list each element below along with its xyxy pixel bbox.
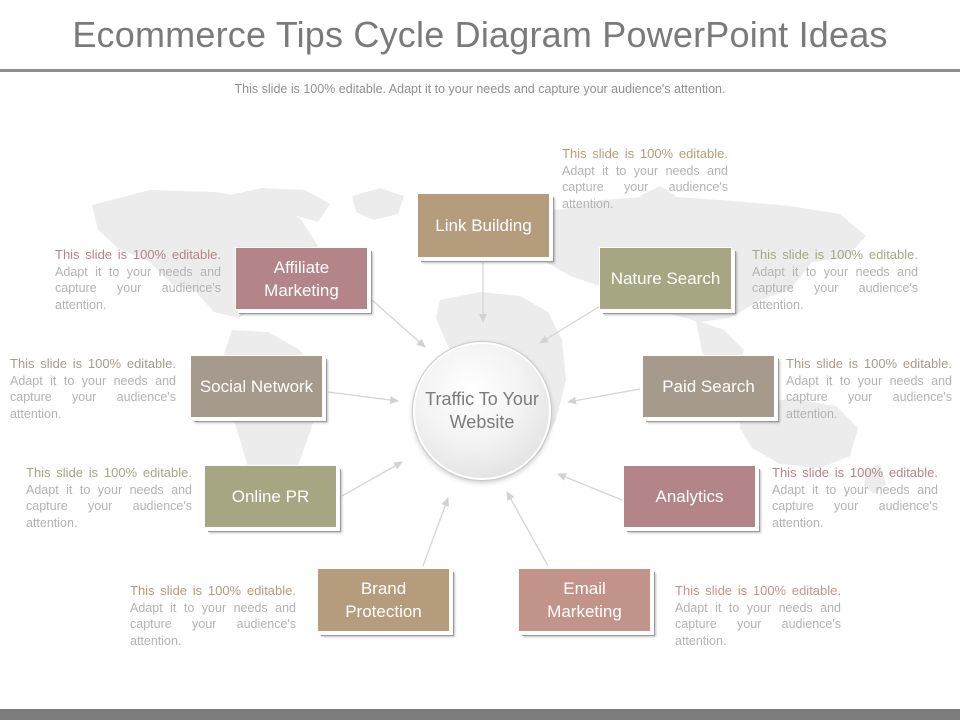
desc-affiliate-marketing: This slide is 100% editable. Adapt it to… (55, 247, 221, 313)
desc-nature-search: This slide is 100% editable. Adapt it to… (752, 247, 918, 313)
desc-rest: Adapt it to your needs and capture your … (772, 482, 938, 530)
arrow-online-pr (341, 461, 403, 497)
node-online-pr: Online PR (204, 465, 337, 528)
desc-rest: Adapt it to your needs and capture your … (130, 600, 296, 648)
desc-lead: This slide is 100% editable. (752, 247, 918, 262)
desc-rest: Adapt it to your needs and capture your … (752, 264, 918, 312)
desc-link-building: This slide is 100% editable. Adapt it to… (562, 146, 728, 212)
node-label: Link Building (435, 216, 532, 235)
desc-rest: Adapt it to your needs and capture your … (55, 264, 221, 312)
hub-label: Traffic To Your Website (425, 389, 539, 432)
desc-rest: Adapt it to your needs and capture your … (562, 163, 728, 211)
node-brand-protection: Brand Protection (317, 568, 450, 632)
node-link-building: Link Building (417, 193, 550, 258)
slide-title: Ecommerce Tips Cycle Diagram PowerPoint … (72, 14, 888, 55)
node-label: Affiliate Marketing (264, 257, 339, 300)
node-email-marketing: Email Marketing (518, 568, 651, 632)
node-paid-search: Paid Search (642, 355, 775, 418)
desc-lead: This slide is 100% editable. (675, 583, 841, 598)
arrow-analytics (557, 473, 623, 501)
slide-subtitle: This slide is 100% editable. Adapt it to… (234, 82, 726, 96)
node-label: Analytics (655, 487, 724, 506)
desc-lead: This slide is 100% editable. (10, 356, 176, 371)
arrow-brand-protection (422, 497, 449, 567)
desc-rest: Adapt it to your needs and capture your … (26, 482, 192, 530)
desc-analytics: This slide is 100% editable. Adapt it to… (772, 465, 938, 531)
desc-rest: Adapt it to your needs and capture your … (675, 600, 841, 648)
desc-online-pr: This slide is 100% editable. Adapt it to… (26, 465, 192, 531)
node-label: Nature Search (610, 269, 721, 288)
node-affiliate-marketing: Affiliate Marketing (235, 247, 368, 310)
node-nature-search: Nature Search (599, 247, 732, 310)
desc-social-network: This slide is 100% editable. Adapt it to… (10, 356, 176, 422)
desc-lead: This slide is 100% editable. (562, 146, 728, 161)
arrow-affiliate-marketing (371, 299, 426, 348)
hub-circle: Traffic To Your Website (413, 342, 551, 480)
arrow-social-network (327, 391, 399, 404)
desc-paid-search: This slide is 100% editable. Adapt it to… (786, 356, 952, 422)
node-label: Social Network (199, 377, 314, 396)
arrow-paid-search (567, 388, 641, 405)
desc-brand-protection: This slide is 100% editable. Adapt it to… (130, 583, 296, 649)
desc-lead: This slide is 100% editable. (55, 247, 221, 262)
node-label: Online PR (231, 487, 310, 506)
desc-lead: This slide is 100% editable. (772, 465, 938, 480)
node-label: Paid Search (662, 377, 755, 396)
desc-rest: Adapt it to your needs and capture your … (786, 373, 952, 421)
node-social-network: Social Network (190, 355, 323, 418)
desc-email-marketing: This slide is 100% editable. Adapt it to… (675, 583, 841, 649)
node-label: Email Marketing (547, 579, 622, 621)
desc-lead: This slide is 100% editable. (786, 356, 952, 371)
arrow-nature-search (539, 299, 611, 344)
title-divider (0, 69, 960, 72)
desc-lead: This slide is 100% editable. (130, 583, 296, 598)
footer-bar (0, 709, 960, 720)
node-label: Brand Protection (345, 579, 422, 621)
arrow-email-marketing (506, 491, 549, 567)
desc-lead: This slide is 100% editable. (26, 465, 192, 480)
node-analytics: Analytics (623, 465, 756, 528)
desc-rest: Adapt it to your needs and capture your … (10, 373, 176, 421)
